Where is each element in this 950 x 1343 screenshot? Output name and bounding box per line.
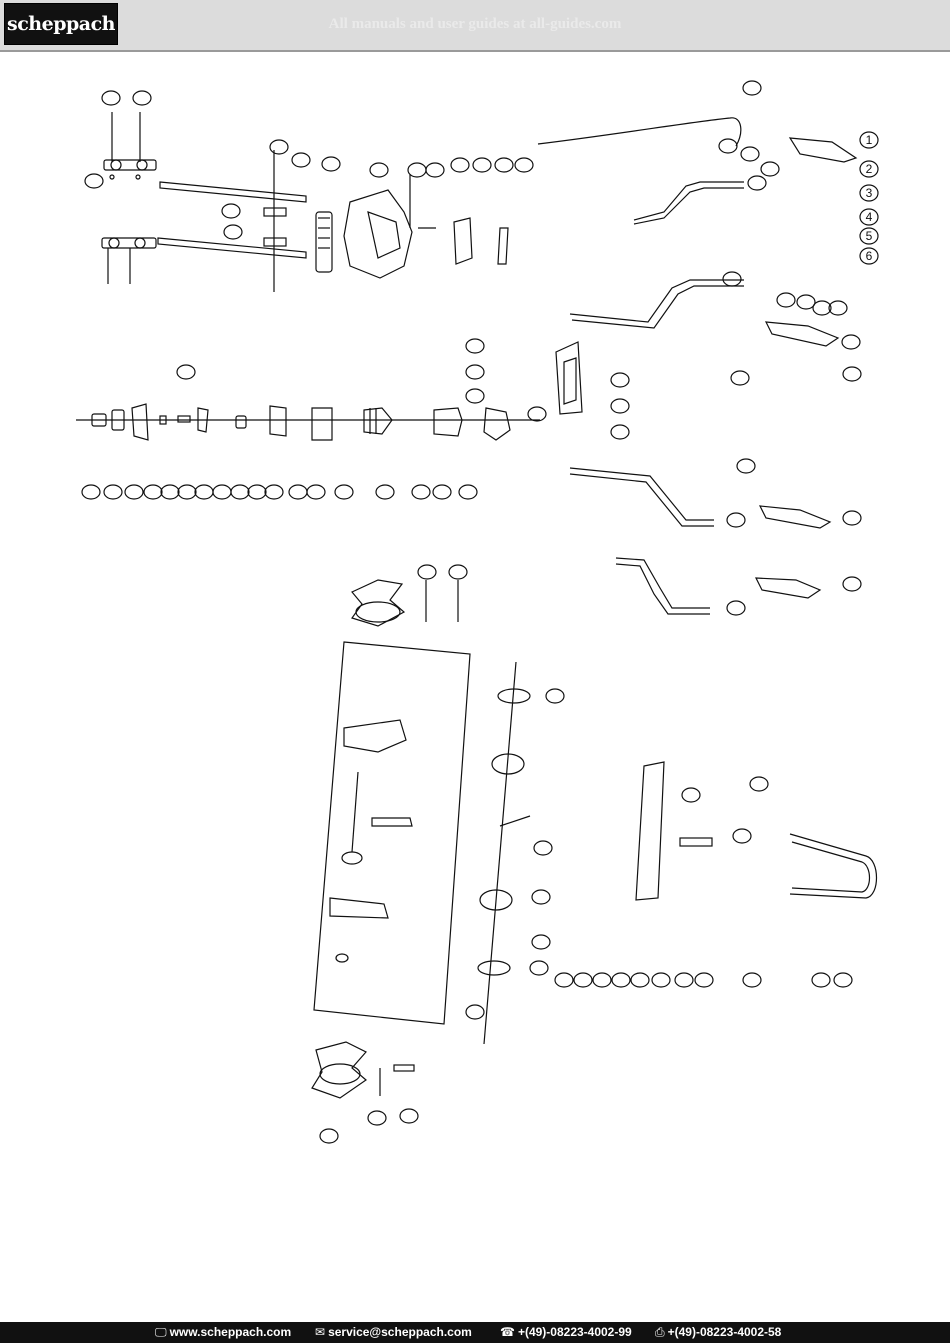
exploded-parts-diagram: 1 2 3 4 5 6 — [76, 80, 879, 1144]
callout-bubbles-topleft — [84, 90, 534, 240]
footer-phone: ☎+(49)-08223-4002-99 — [500, 1325, 632, 1339]
monitor-icon: 🖵 — [155, 1325, 167, 1339]
svg-text:6: 6 — [866, 249, 873, 263]
watermark-text: All manuals and user guides at all-guide… — [328, 16, 622, 32]
tine-assembly-lower — [311, 1041, 415, 1099]
handle-bracket-group — [101, 112, 157, 284]
callout-3: 3 — [859, 184, 879, 202]
footer-email[interactable]: ✉service@scheppach.com — [315, 1325, 472, 1339]
rear-handle-frame — [635, 761, 877, 901]
page-footer: 🖵www.scheppach.com ✉service@scheppach.co… — [0, 1322, 950, 1343]
callout-2: 2 — [859, 160, 879, 178]
svg-text:1: 1 — [866, 133, 873, 147]
callout-5: 5 — [859, 227, 879, 245]
callout-6: 6 — [859, 247, 879, 265]
svg-text:4: 4 — [866, 210, 873, 224]
callout-4: 4 — [859, 208, 879, 226]
callout-bubbles-lower — [319, 564, 853, 1144]
cable-and-handles — [537, 117, 744, 615]
callout-1: 1 — [859, 131, 879, 149]
numbered-callouts: 1 2 3 4 5 6 — [859, 131, 879, 265]
footer-website[interactable]: 🖵www.scheppach.com — [155, 1325, 292, 1339]
svg-text:5: 5 — [866, 229, 873, 243]
handle-cover-parts — [555, 137, 858, 599]
scheppach-logo: scheppach — [4, 3, 118, 45]
tine-assembly-upper — [351, 579, 459, 627]
callout-bubbles-topright — [610, 80, 862, 616]
svg-text:3: 3 — [866, 186, 873, 200]
callout-bubbles-motor-row — [81, 338, 547, 500]
motor-drive-train — [76, 403, 540, 441]
shaft-tube-group — [157, 150, 307, 292]
fax-icon: ⎙ — [655, 1325, 665, 1339]
footer-fax: ⎙+(49)-08223-4002-58 — [655, 1325, 782, 1339]
gear-housing-group — [315, 174, 509, 279]
wheel-axle-group — [477, 661, 531, 1045]
envelope-icon: ✉ — [315, 1325, 326, 1339]
phone-icon: ☎ — [500, 1325, 515, 1339]
page-header: scheppach All manuals and user guides at… — [0, 0, 950, 52]
gearbox-frame — [313, 641, 471, 1025]
svg-text:2: 2 — [866, 162, 873, 176]
brand-name: scheppach — [7, 13, 115, 35]
